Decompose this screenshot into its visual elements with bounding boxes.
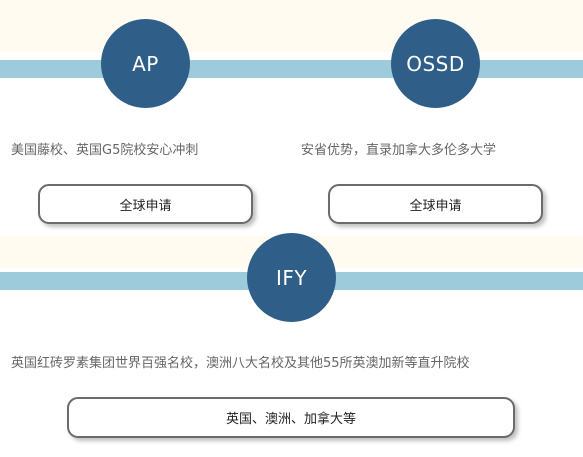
ap-button-label: 全球申请	[119, 198, 172, 214]
ossd-global-apply-button[interactable]: 全球申请	[328, 184, 543, 224]
ossd-description: 安省优势，直录加拿大多伦多大学	[301, 143, 497, 158]
ap-badge: AP	[101, 19, 190, 108]
ify-description: 英国红砖罗素集团世界百强名校，澳洲八大名校及其他55所英澳加新等直升院校	[11, 356, 470, 371]
ossd-badge: OSSD	[391, 19, 480, 108]
ify-button-label: 英国、澳洲、加拿大等	[225, 412, 356, 427]
ify-badge: IFY	[247, 233, 336, 322]
ap-description: 美国藤校、英国G5院校安心冲刺	[11, 143, 199, 158]
ossd-button-label: 全球申请	[409, 198, 462, 214]
ossd-badge-label: OSSD	[406, 51, 465, 76]
ify-destinations-button[interactable]: 英国、澳洲、加拿大等	[67, 397, 515, 438]
top-background-band	[0, 0, 583, 52]
ap-global-apply-button[interactable]: 全球申请	[38, 184, 253, 224]
ify-badge-label: IFY	[275, 265, 308, 290]
top-blue-strip	[0, 60, 583, 78]
ap-badge-label: AP	[132, 51, 159, 76]
